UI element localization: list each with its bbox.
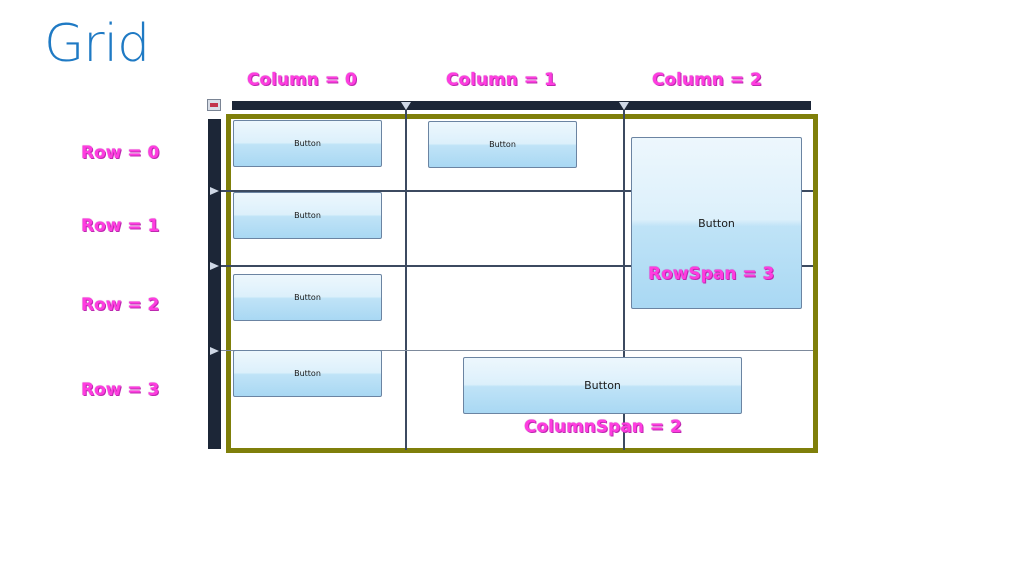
rowspan-annotation: RowSpan = 3 <box>648 264 775 284</box>
button-columnspan[interactable]: Button <box>463 357 742 414</box>
row-marker-3[interactable] <box>210 347 219 355</box>
column-marker-2[interactable] <box>619 102 629 110</box>
button-row0-col0[interactable]: Button <box>233 120 382 167</box>
row-gridline-3 <box>221 350 813 351</box>
column-marker-1[interactable] <box>401 102 411 110</box>
column-label-2: Column = 2 <box>652 70 762 90</box>
columnspan-annotation: ColumnSpan = 2 <box>524 417 682 437</box>
column-gridline-2 <box>623 110 625 450</box>
row-marker-2[interactable] <box>210 262 219 270</box>
page-title: Grid <box>44 14 150 74</box>
column-label-0: Column = 0 <box>247 70 357 90</box>
column-gridline-1 <box>405 110 407 450</box>
button-row1-col0[interactable]: Button <box>233 192 382 239</box>
row-marker-1[interactable] <box>210 187 219 195</box>
row-gridline-2 <box>221 265 813 267</box>
row-ruler[interactable] <box>208 119 221 449</box>
column-ruler[interactable] <box>232 101 811 110</box>
button-row2-col0[interactable]: Button <box>233 274 382 321</box>
row-label-1: Row = 1 <box>81 216 160 236</box>
row-label-3: Row = 3 <box>81 380 160 400</box>
row-label-2: Row = 2 <box>81 295 160 315</box>
grid-designer-corner-icon[interactable] <box>207 99 221 111</box>
row-label-0: Row = 0 <box>81 143 160 163</box>
row-gridline-1 <box>221 190 813 192</box>
button-row0-col1[interactable]: Button <box>428 121 577 168</box>
button-row3-col0[interactable]: Button <box>233 350 382 397</box>
column-label-1: Column = 1 <box>446 70 556 90</box>
button-rowspan[interactable]: Button <box>631 137 802 309</box>
